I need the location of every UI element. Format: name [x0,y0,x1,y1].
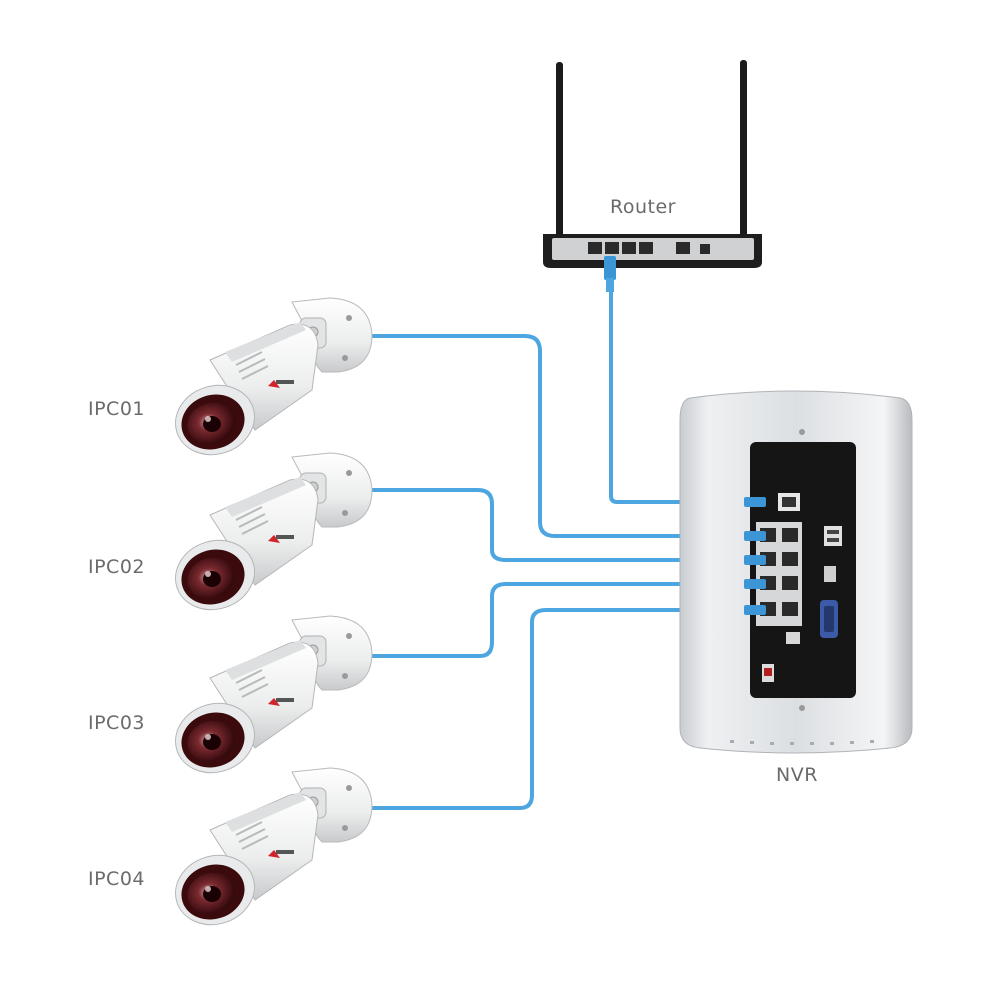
bullet-camera-icon [165,767,373,936]
bullet-camera-icon [165,615,373,784]
cable-ipc03 [372,582,745,658]
cable-ipc01 [372,334,745,538]
camera-label-ipc04: IPC04 [88,868,146,890]
nvr-icon [679,390,913,754]
router-label: Router [610,196,676,218]
cable-ipc04 [372,608,745,810]
cable-router-nvr [609,290,745,504]
bullet-camera-icon [165,297,373,466]
camera-label-ipc02: IPC02 [88,556,146,578]
router-icon [543,60,762,292]
bullet-camera-icon [165,452,373,621]
nvr-label: NVR [776,764,818,786]
camera-label-ipc01: IPC01 [88,398,146,420]
camera-label-ipc03: IPC03 [88,712,146,734]
cable-group [372,290,745,810]
ethernet-plug-icon [604,256,616,280]
cable-ipc02 [372,488,745,562]
